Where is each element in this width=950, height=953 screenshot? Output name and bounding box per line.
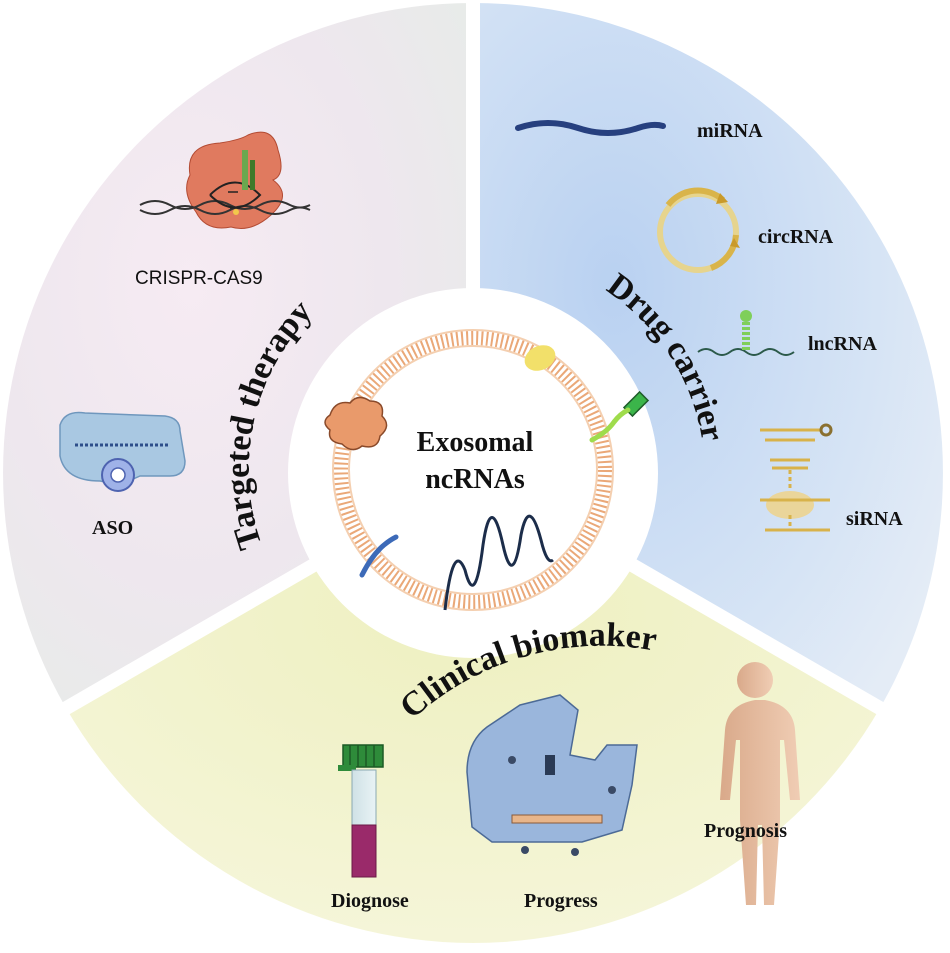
blood-tube-icon [338, 744, 384, 878]
prognosis-label: Prognosis [704, 820, 787, 842]
center-title-line1: Exosomal [416, 427, 534, 458]
aso-icon [59, 411, 186, 492]
sirna-icon [760, 423, 833, 532]
center-title-line2: ncRNAs [425, 464, 525, 495]
circrna-ring-icon [657, 187, 740, 273]
circrna-label: circRNA [758, 226, 834, 248]
lncrna-hairpin-icon [697, 310, 795, 356]
exosome-icon [324, 329, 650, 611]
progress-label: Progress [524, 890, 598, 912]
human-body-icon [720, 662, 800, 905]
lncrna-label: lncRNA [808, 333, 877, 355]
crispr-cas9-icon [139, 131, 311, 229]
aso-label: ASO [92, 517, 134, 539]
mirna-strand-icon [515, 120, 666, 136]
sector-clinical-biomaker [66, 473, 880, 943]
crispr-label: CRISPR-CAS9 [135, 268, 263, 289]
diagnose-label: Diognose [331, 890, 409, 912]
sirna-label: siRNA [846, 508, 903, 530]
mirna-label: miRNA [697, 120, 763, 142]
microscope-icon [466, 694, 638, 856]
